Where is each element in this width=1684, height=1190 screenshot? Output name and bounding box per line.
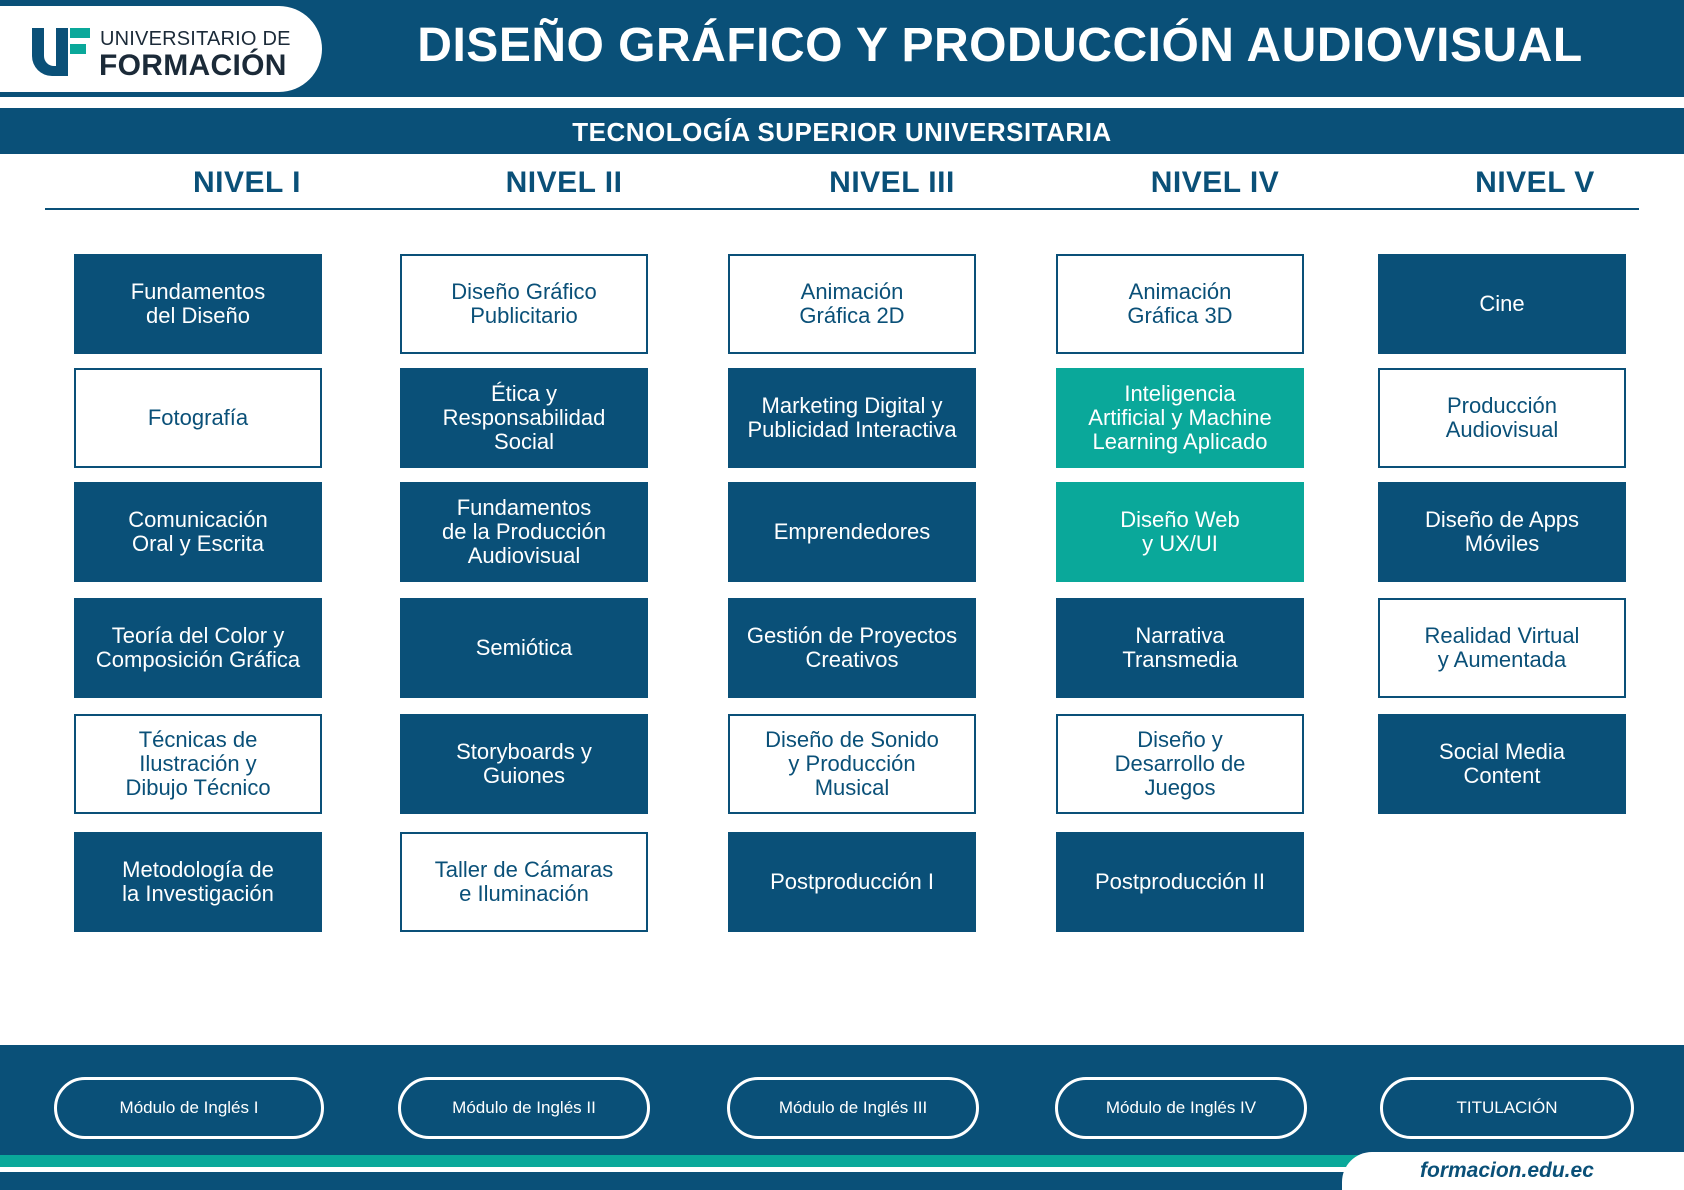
course-label: Animación Gráfica 2D	[799, 279, 905, 328]
course-label: Comunicación Oral y Escrita	[128, 507, 268, 556]
url-tab	[1342, 1152, 1684, 1190]
course-box: Storyboards y Guiones	[400, 714, 648, 814]
level-heading: NIVEL III	[829, 166, 955, 199]
course-box: Diseño Gráfico Publicitario	[400, 254, 648, 354]
course-box: Cine	[1378, 254, 1626, 354]
course-box: Taller de Cámaras e Iluminación	[400, 832, 648, 932]
course-box: Inteligencia Artificial y Machine Learni…	[1056, 368, 1304, 468]
course-label: Social Media Content	[1439, 739, 1565, 788]
course-label: Metodología de la Investigación	[122, 857, 274, 906]
course-box: Ética y Responsabilidad Social	[400, 368, 648, 468]
course-label: Fotografía	[147, 405, 249, 430]
website-link[interactable]: formacion.edu.ec	[1420, 1159, 1594, 1182]
course-label: Inteligencia Artificial y Machine Learni…	[1088, 381, 1272, 454]
course-box: Diseño y Desarrollo de Juegos	[1056, 714, 1304, 814]
course-label: Diseño Gráfico Publicitario	[451, 279, 597, 328]
footer-accent-stripe	[0, 1155, 1684, 1167]
course-label: Cine	[1479, 291, 1525, 316]
header-bar: UNIVERSITARIO DE FORMACIÓN DISEÑO GRÁFIC…	[0, 0, 1684, 97]
course-box: Social Media Content	[1378, 714, 1626, 814]
course-box: Emprendedores	[728, 482, 976, 582]
subtitle-bar: TECNOLOGÍA SUPERIOR UNIVERSITARIA	[0, 108, 1684, 154]
module-english-2: Módulo de Inglés II	[398, 1077, 650, 1139]
course-box: Comunicación Oral y Escrita	[74, 482, 322, 582]
uf-logo-icon	[32, 28, 90, 76]
titulacion-pill: TITULACIÓN	[1380, 1077, 1634, 1139]
course-box: Fotografía	[74, 368, 322, 468]
course-box: Fundamentos de la Producción Audiovisual	[400, 482, 648, 582]
course-label: Diseño de Sonido y Producción Musical	[765, 727, 939, 800]
course-label: Storyboards y Guiones	[456, 739, 592, 788]
course-label: Ética y Responsabilidad Social	[442, 381, 606, 454]
course-label: Diseño Web y UX/UI	[1120, 507, 1240, 556]
course-box: Animación Gráfica 2D	[728, 254, 976, 354]
course-box: Narrativa Transmedia	[1056, 598, 1304, 698]
course-box: Postproducción I	[728, 832, 976, 932]
page-title: DISEÑO GRÁFICO Y PRODUCCIÓN AUDIOVISUAL	[417, 19, 1583, 72]
levels-header-row: NIVEL I NIVEL II NIVEL III NIVEL IV NIVE…	[45, 162, 1639, 210]
course-box: Producción Audiovisual	[1378, 368, 1626, 468]
course-box: Fundamentos del Diseño	[74, 254, 322, 354]
level-heading: NIVEL IV	[1150, 166, 1280, 199]
module-english-1: Módulo de Inglés I	[54, 1077, 324, 1139]
course-box: Diseño de Apps Móviles	[1378, 482, 1626, 582]
course-label: Fundamentos de la Producción Audiovisual	[442, 495, 606, 568]
course-label: Gestión de Proyectos Creativos	[746, 623, 958, 672]
course-label: Postproducción II	[1095, 869, 1265, 894]
footer-bottom-stripe	[0, 1172, 1684, 1190]
course-label: Realidad Virtual y Aumentada	[1424, 623, 1580, 672]
level-heading: NIVEL V	[1475, 166, 1595, 199]
course-box: Teoría del Color y Composición Gráfica	[74, 598, 322, 698]
course-label: Producción Audiovisual	[1445, 393, 1559, 442]
course-box: Técnicas de Ilustración y Dibujo Técnico	[74, 714, 322, 814]
course-box: Realidad Virtual y Aumentada	[1378, 598, 1626, 698]
course-label: Semiótica	[475, 635, 573, 660]
course-label: Marketing Digital y Publicidad Interacti…	[747, 393, 957, 442]
course-box: Gestión de Proyectos Creativos	[728, 598, 976, 698]
logo-line-1: UNIVERSITARIO DE	[100, 28, 291, 50]
logo: UNIVERSITARIO DE FORMACIÓN	[0, 6, 322, 92]
course-box: Metodología de la Investigación	[74, 832, 322, 932]
level-heading: NIVEL I	[193, 166, 301, 199]
module-english-3: Módulo de Inglés III	[727, 1077, 979, 1139]
course-label: Animación Gráfica 3D	[1127, 279, 1233, 328]
course-label: Narrativa Transmedia	[1122, 623, 1238, 672]
module-english-4: Módulo de Inglés IV	[1055, 1077, 1307, 1139]
course-label: Taller de Cámaras e Iluminación	[434, 857, 614, 906]
course-box: Animación Gráfica 3D	[1056, 254, 1304, 354]
course-box: Semiótica	[400, 598, 648, 698]
level-heading: NIVEL II	[505, 166, 623, 199]
course-box: Marketing Digital y Publicidad Interacti…	[728, 368, 976, 468]
course-label: Postproducción I	[770, 869, 934, 894]
course-label: Emprendedores	[773, 519, 931, 544]
course-label: Teoría del Color y Composición Gráfica	[95, 623, 301, 672]
course-label: Diseño y Desarrollo de Juegos	[1114, 727, 1246, 800]
logo-line-2: FORMACIÓN	[99, 49, 287, 82]
course-label: Diseño de Apps Móviles	[1424, 507, 1580, 556]
course-label: Técnicas de Ilustración y Dibujo Técnico	[125, 727, 271, 800]
course-box: Diseño de Sonido y Producción Musical	[728, 714, 976, 814]
course-box: Diseño Web y UX/UI	[1056, 482, 1304, 582]
course-box: Postproducción II	[1056, 832, 1304, 932]
course-label: Fundamentos del Diseño	[130, 279, 266, 328]
